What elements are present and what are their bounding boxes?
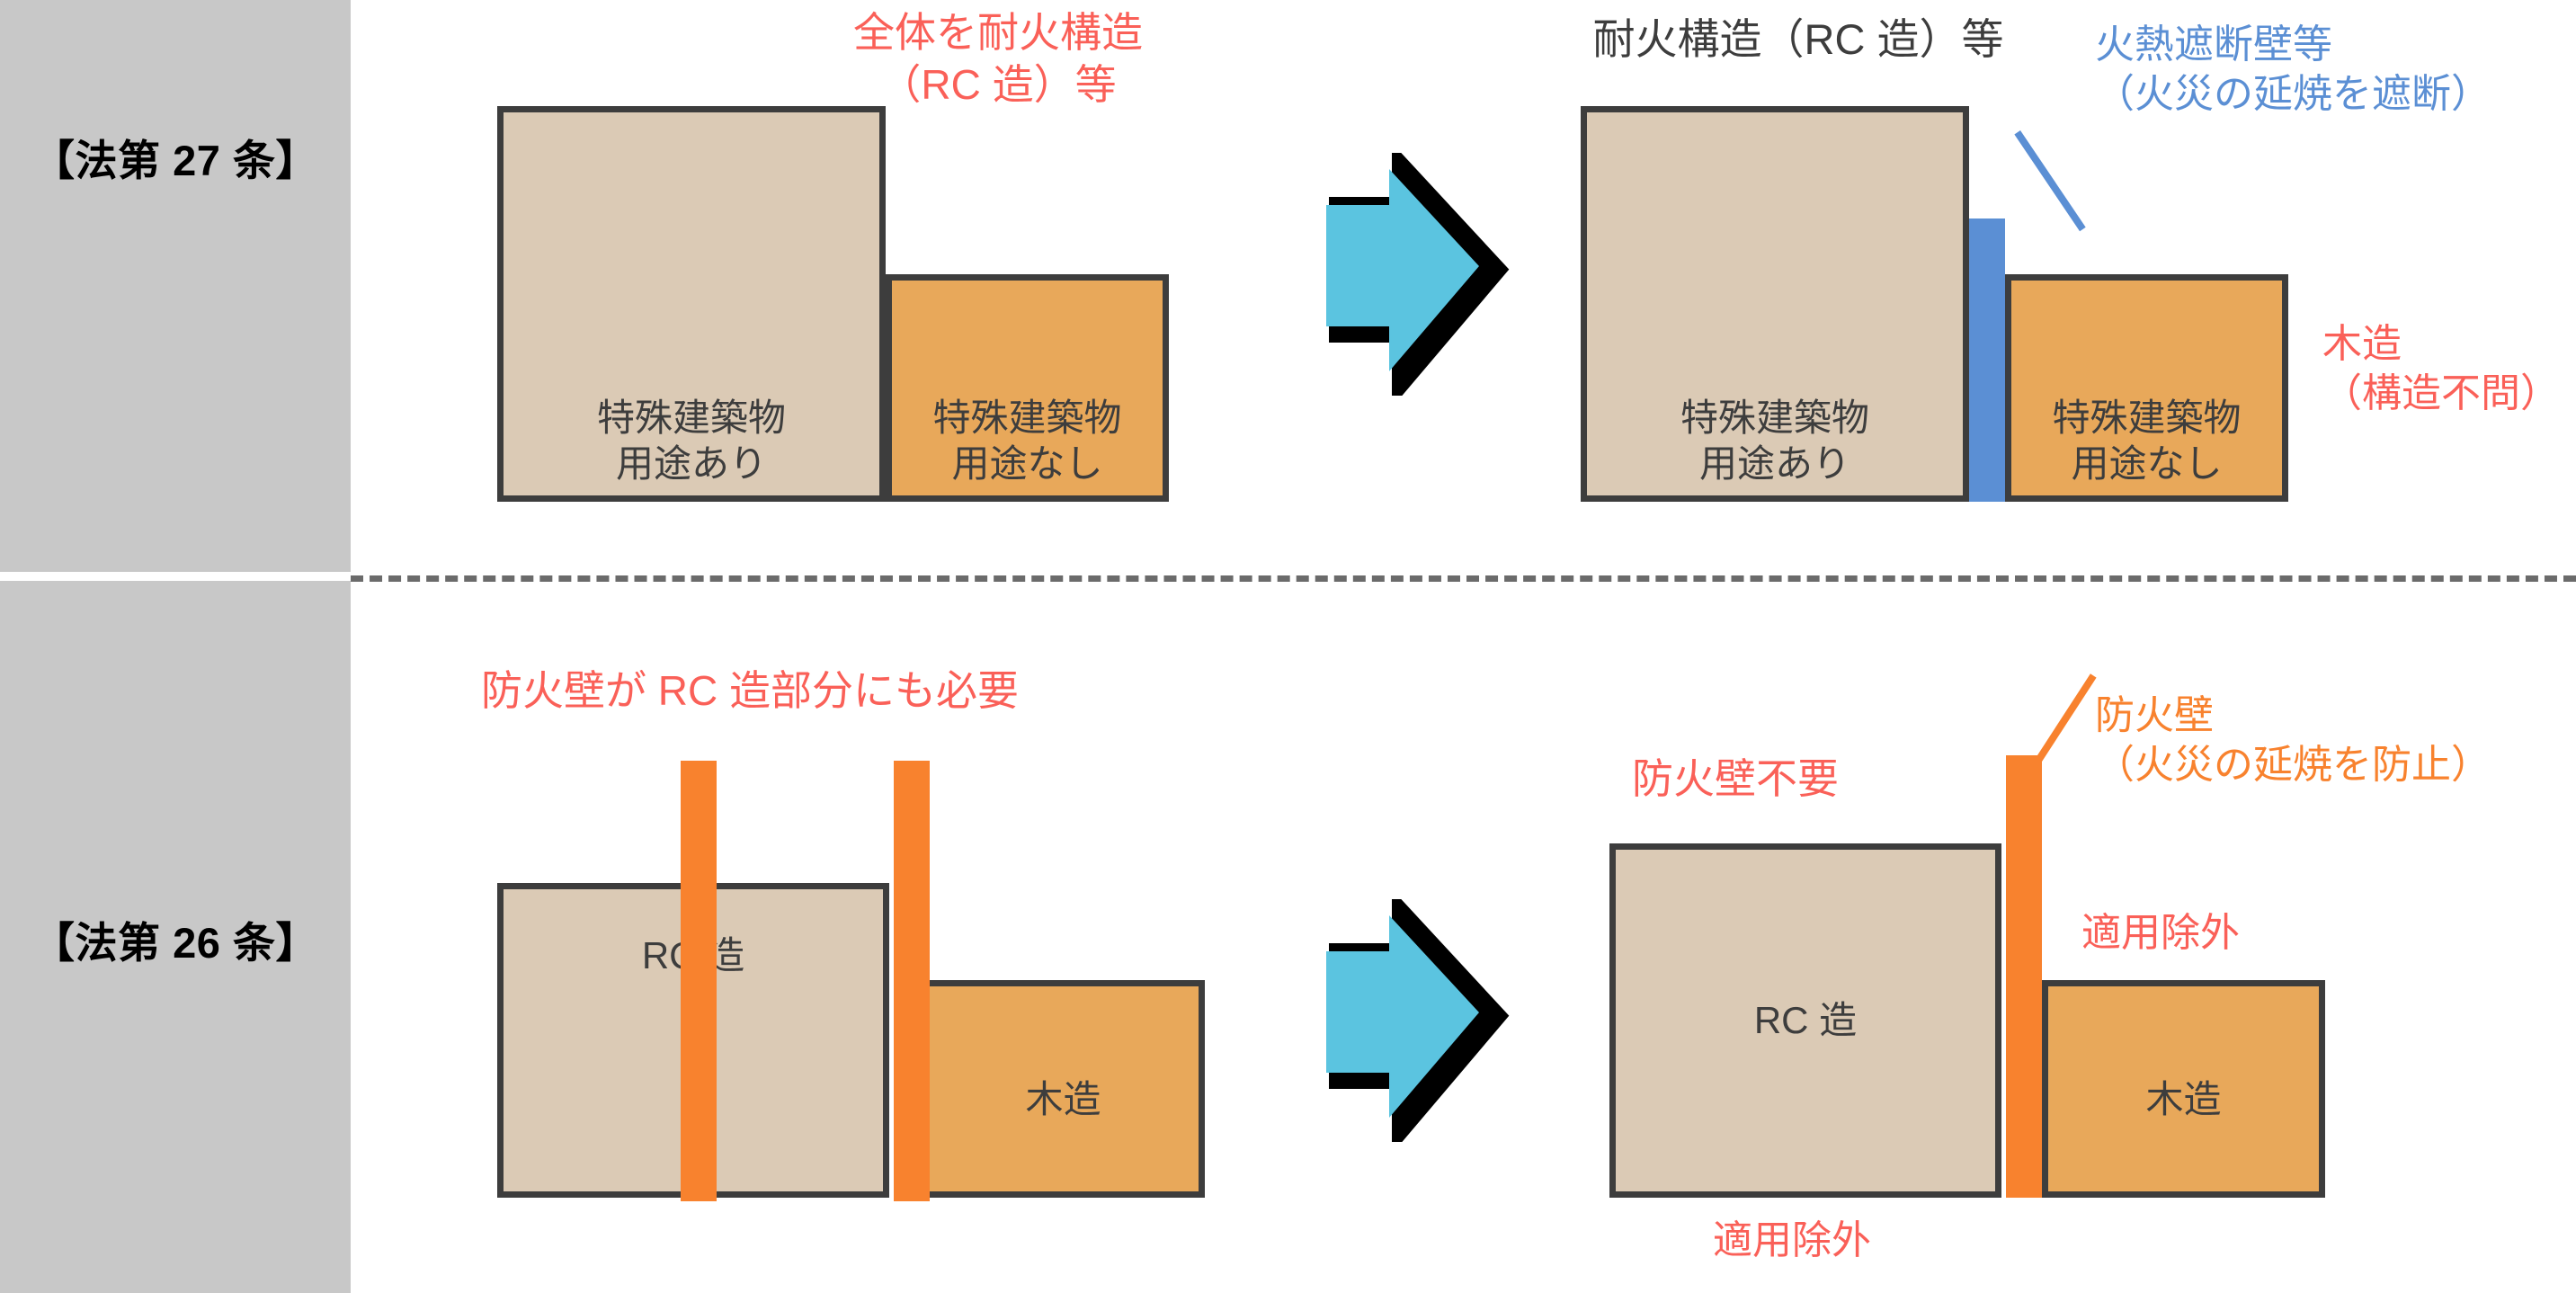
leader-line-heat-blocking-wall <box>2014 130 2086 232</box>
sidebar-band-article26 <box>0 581 351 1293</box>
annotation-line: （火災の延焼を遮断） <box>2095 72 2491 117</box>
box-label-line: 特殊建築物 <box>932 396 1122 439</box>
box-label-line: 木造 <box>2145 1078 2222 1120</box>
annotation-line: 木造 <box>2322 322 2402 366</box>
annotation-line: （火災の延焼を防止） <box>2095 743 2491 788</box>
heat-blocking-wall <box>1969 218 2005 502</box>
sidebar-item-article26: 【法第 26 条】 <box>32 919 318 967</box>
annotation-line: 火熱遮断壁等 <box>2095 22 2332 67</box>
annotation-line: 適用除外 <box>1713 1218 1871 1262</box>
annotation-exemption-right: 適用除外 <box>2081 908 2333 958</box>
box-label-line: 木造 <box>1025 1078 1101 1120</box>
box-special-building-use-no-before: 特殊建築物 用途なし <box>886 274 1169 502</box>
annotation-line: 防火壁不要 <box>1632 755 1839 802</box>
annotation-line: 防火壁が RC 造部分にも必要 <box>481 667 1019 714</box>
sidebar-band-article27 <box>0 0 351 572</box>
box-special-building-use-yes-before: 特殊建築物 用途あり <box>497 106 886 502</box>
transition-arrow-article27 <box>1286 153 1511 396</box>
firewall-inner-before <box>681 761 717 1201</box>
annotation-heat-blocking-wall: 火熱遮断壁等 （火災の延焼を遮断） <box>2095 20 2576 120</box>
arrow-shape <box>1326 915 1479 1118</box>
annotation-exemption-bottom: 適用除外 <box>1713 1216 1965 1265</box>
annotation-entire-fireproof: 全体を耐火構造 （RC 造）等 <box>809 7 1187 111</box>
box-rc-structure-after: RC 造 <box>1609 843 2001 1198</box>
annotation-fireproof-structure: 耐火構造（RC 造）等 <box>1529 13 2068 66</box>
annotation-line: 全体を耐火構造 <box>853 9 1143 56</box>
annotation-line: 耐火構造（RC 造）等 <box>1592 15 2004 63</box>
box-special-building-use-yes-after: 特殊建築物 用途あり <box>1581 106 1969 502</box>
annotation-line: 防火壁 <box>2095 693 2214 737</box>
box-label-line: 用途なし <box>951 441 1103 485</box>
section-divider <box>351 575 2576 582</box>
box-label-line: 用途あり <box>615 441 767 485</box>
box-label-line: 用途あり <box>1698 441 1850 485</box>
sidebar-item-article27: 【法第 27 条】 <box>32 137 318 184</box>
annotation-firewall-not-required: 防火壁不要 <box>1609 754 1861 806</box>
box-label-line: 特殊建築物 <box>2052 396 2242 439</box>
annotation-wooden-any-structure: 木造 （構造不問） <box>2322 319 2574 419</box>
box-label-line: RC 造 <box>1753 999 1858 1042</box>
annotation-line: 適用除外 <box>2081 911 2240 955</box>
annotation-line: （RC 造）等 <box>879 60 1117 108</box>
box-wooden-structure-after: 木造 <box>2042 980 2325 1198</box>
box-special-building-use-no-after: 特殊建築物 用途なし <box>2005 274 2288 502</box>
box-label-line: 用途なし <box>2071 441 2223 485</box>
arrow-shape <box>1326 169 1479 371</box>
annotation-firewall: 防火壁 （火災の延焼を防止） <box>2095 691 2576 790</box>
box-label-line: 特殊建築物 <box>1680 396 1869 439</box>
box-label-line: 特殊建築物 <box>596 396 786 439</box>
annotation-line: （構造不問） <box>2322 371 2560 416</box>
box-wooden-structure-before: 木造 <box>922 980 1205 1198</box>
firewall-boundary-after <box>2006 755 2042 1198</box>
annotation-firewall-required-rc: 防火壁が RC 造部分にも必要 <box>481 665 1146 718</box>
firewall-boundary-before <box>894 761 930 1201</box>
transition-arrow-article26 <box>1286 899 1511 1142</box>
